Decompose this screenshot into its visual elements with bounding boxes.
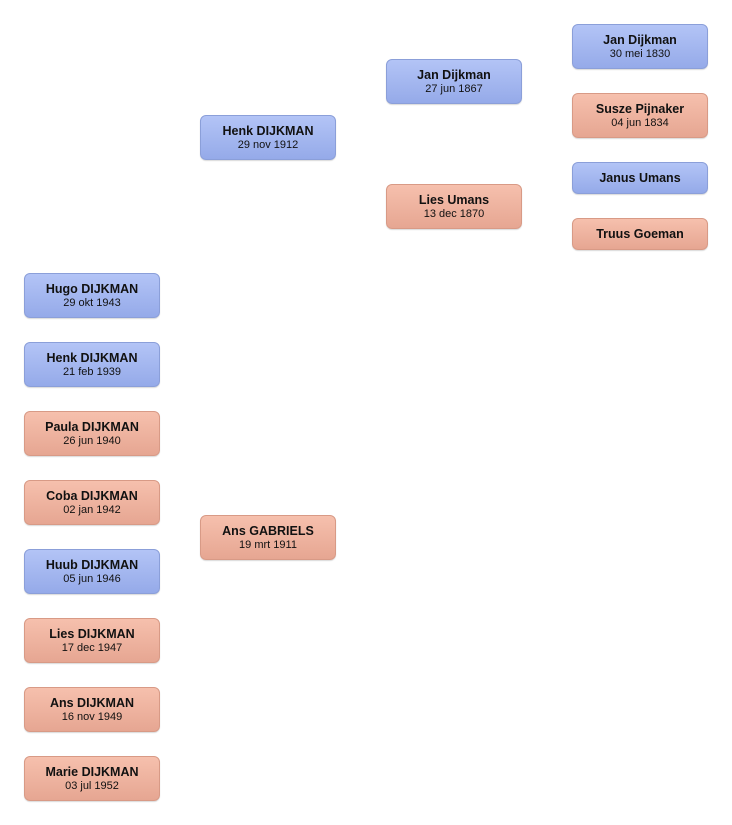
person-name: Lies DIJKMAN [49,626,135,641]
child-card-huub-dijkman[interactable]: Huub DIJKMAN 05 jun 1946 [24,549,160,594]
person-birth-date: 21 feb 1939 [62,365,122,378]
person-card-ans-gabriels[interactable]: Ans GABRIELS 19 mrt 1911 [200,515,336,560]
child-card-ans-dijkman[interactable]: Ans DIJKMAN 16 nov 1949 [24,687,160,732]
person-birth-date: 29 okt 1943 [63,296,121,309]
person-card-jan-dijkman-1830[interactable]: Jan Dijkman 30 mei 1830 [572,24,708,69]
person-birth-date: 16 nov 1949 [61,710,123,723]
person-name: Paula DIJKMAN [45,419,139,434]
person-name: Jan Dijkman [417,67,491,82]
child-card-henk-dijkman[interactable]: Henk DIJKMAN 21 feb 1939 [24,342,160,387]
person-name: Truus Goeman [596,226,684,241]
person-card-henk-dijkman-1912[interactable]: Henk DIJKMAN 29 nov 1912 [200,115,336,160]
person-name: Henk DIJKMAN [46,350,138,365]
person-name: Huub DIJKMAN [45,557,139,572]
person-birth-date: 03 jul 1952 [65,779,119,792]
person-card-truus-goeman[interactable]: Truus Goeman [572,218,708,250]
child-card-paula-dijkman[interactable]: Paula DIJKMAN 26 jun 1940 [24,411,160,456]
person-name: Jan Dijkman [603,32,677,47]
child-card-coba-dijkman[interactable]: Coba DIJKMAN 02 jan 1942 [24,480,160,525]
person-name: Henk DIJKMAN [222,123,314,138]
person-birth-date: 26 jun 1940 [63,434,121,447]
person-birth-date: 30 mei 1830 [609,47,671,60]
person-birth-date: 05 jun 1946 [63,572,121,585]
child-card-hugo-dijkman[interactable]: Hugo DIJKMAN 29 okt 1943 [24,273,160,318]
person-name: Marie DIJKMAN [45,764,139,779]
person-card-lies-umans[interactable]: Lies Umans 13 dec 1870 [386,184,522,229]
person-card-jan-dijkman-1867[interactable]: Jan Dijkman 27 jun 1867 [386,59,522,104]
child-card-lies-dijkman[interactable]: Lies DIJKMAN 17 dec 1947 [24,618,160,663]
person-birth-date: 29 nov 1912 [237,138,299,151]
person-birth-date: 13 dec 1870 [423,207,485,220]
person-birth-date: 27 jun 1867 [425,82,483,95]
person-name: Hugo DIJKMAN [45,281,139,296]
person-name: Ans GABRIELS [222,523,314,538]
person-name: Lies Umans [418,192,490,207]
person-card-susze-pijnaker[interactable]: Susze Pijnaker 04 jun 1834 [572,93,708,138]
person-name: Janus Umans [599,170,681,185]
child-card-marie-dijkman[interactable]: Marie DIJKMAN 03 jul 1952 [24,756,160,801]
person-name: Coba DIJKMAN [46,488,138,503]
person-card-janus-umans[interactable]: Janus Umans [572,162,708,194]
person-birth-date: 02 jan 1942 [63,503,121,516]
person-birth-date: 19 mrt 1911 [239,538,297,551]
person-birth-date: 04 jun 1834 [611,116,669,129]
person-name: Ans DIJKMAN [49,695,135,710]
person-birth-date: 17 dec 1947 [61,641,123,654]
person-name: Susze Pijnaker [595,101,685,116]
